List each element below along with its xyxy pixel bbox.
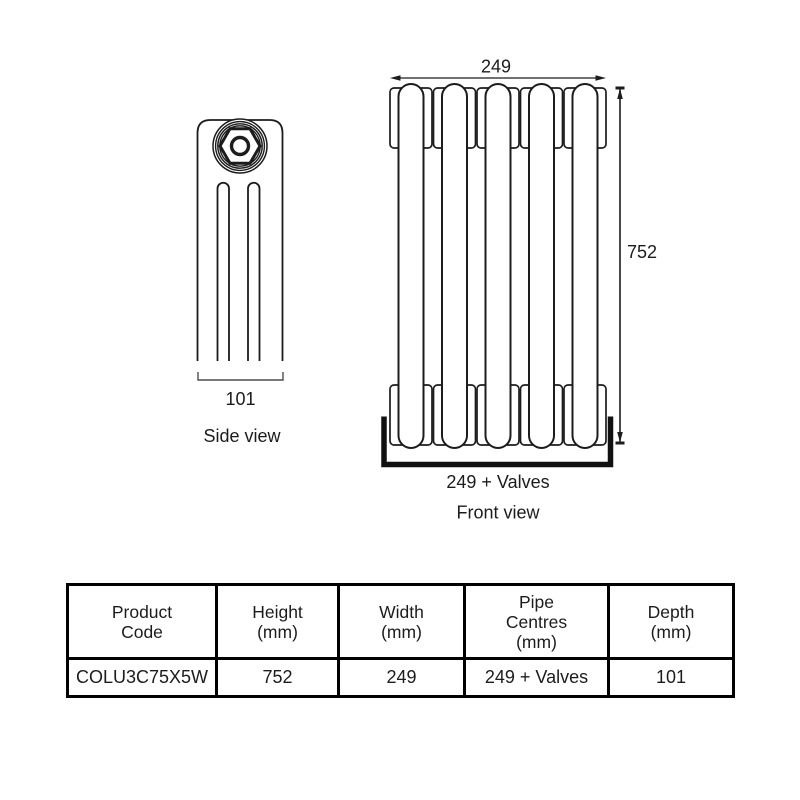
height-dimension-value: 752 xyxy=(627,242,657,262)
arrow-down-icon xyxy=(617,432,623,443)
bleed-valve-icon xyxy=(212,118,268,174)
arrow-right-icon xyxy=(595,75,606,81)
spec-table: Product Code Height (mm) Width (mm) Pipe… xyxy=(66,583,735,698)
cell-depth: 101 xyxy=(607,657,735,698)
front-view: 249 752 249 + Valves Front view xyxy=(381,57,657,523)
cell-product-code: COLU3C75X5W xyxy=(66,657,218,698)
header-width: Width (mm) xyxy=(337,583,466,660)
radiator-dimension-diagram: 101 Side view 249 xyxy=(196,57,657,523)
depth-dimension-bracket xyxy=(197,372,284,381)
side-view: 101 Side view xyxy=(196,118,284,446)
arrow-up-icon xyxy=(617,88,623,99)
cell-height: 752 xyxy=(215,657,340,698)
side-view-label: Side view xyxy=(203,426,281,446)
radiator-column-4 xyxy=(519,83,564,449)
header-depth: Depth (mm) xyxy=(607,583,735,660)
front-view-label: Front view xyxy=(456,503,540,523)
radiator-column-3 xyxy=(476,83,520,449)
side-groove-left xyxy=(216,181,230,361)
header-height: Height (mm) xyxy=(215,583,340,660)
radiator-column-1 xyxy=(389,83,433,449)
width-dimension: 249 xyxy=(390,57,606,81)
spec-table-data-row: COLU3C75X5W 752 249 249 + Valves 101 xyxy=(66,657,735,698)
cell-pipe-centres: 249 + Valves xyxy=(463,657,610,698)
side-groove-right xyxy=(247,181,261,361)
header-pipe-centres: Pipe Centres (mm) xyxy=(463,583,610,660)
height-dimension: 752 xyxy=(615,86,657,445)
spec-table-header-row: Product Code Height (mm) Width (mm) Pipe… xyxy=(66,583,735,660)
pipe-centres-dimension-value: 249 + Valves xyxy=(446,472,549,492)
cell-width: 249 xyxy=(337,657,466,698)
header-product-code: Product Code xyxy=(66,583,218,660)
radiator-column-5 xyxy=(563,83,607,449)
depth-dimension-value: 101 xyxy=(225,389,255,409)
width-dimension-value: 249 xyxy=(481,57,511,77)
valve-center xyxy=(229,135,251,157)
arrow-left-icon xyxy=(390,75,401,81)
pipe-centres-bracket xyxy=(381,416,614,468)
radiator-column-2 xyxy=(432,83,477,449)
